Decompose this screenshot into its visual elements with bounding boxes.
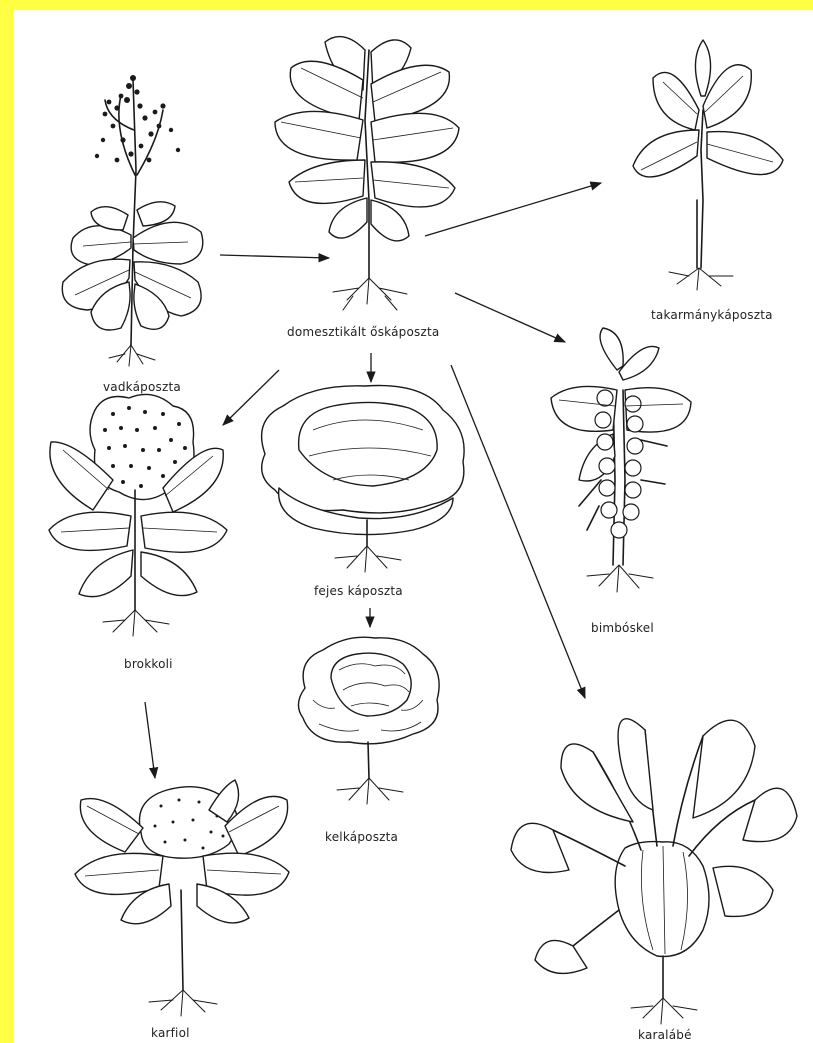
fodder-kale-illustration (633, 40, 783, 290)
cabbage-evolution-diagram (13, 10, 813, 1043)
wild-cabbage-illustration (62, 75, 202, 366)
arrow-wild-to-domesticated (220, 255, 329, 258)
diagram-paper: vadkáposzta domesztikált őskáposzta taka… (13, 10, 813, 1043)
head-cabbage-illustration (262, 386, 465, 573)
arrow-domesticated-to-brussels (455, 293, 565, 342)
cauliflower-illustration (75, 780, 289, 1016)
savoy-cabbage-illustration (298, 637, 439, 804)
domesticated-cabbage-illustration (275, 37, 459, 310)
label-cauliflower: karfiol (151, 1026, 190, 1040)
broccoli-illustration (49, 394, 227, 636)
label-domesticated-cabbage: domesztikált őskáposzta (287, 325, 439, 339)
label-broccoli: brokkoli (124, 657, 173, 671)
arrow-broccoli-to-cauliflower (145, 702, 155, 778)
kohlrabi-illustration (511, 719, 797, 1024)
brussels-sprouts-illustration (551, 328, 691, 592)
label-fodder-kale: takarmánykáposzta (651, 308, 773, 322)
label-head-cabbage: fejes káposzta (314, 584, 403, 598)
label-wild-cabbage: vadkáposzta (103, 380, 181, 394)
label-kohlrabi: karalábé (638, 1028, 692, 1042)
label-savoy-cabbage: kelkáposzta (325, 830, 398, 844)
label-brussels-sprouts: bimbóskel (591, 621, 654, 635)
